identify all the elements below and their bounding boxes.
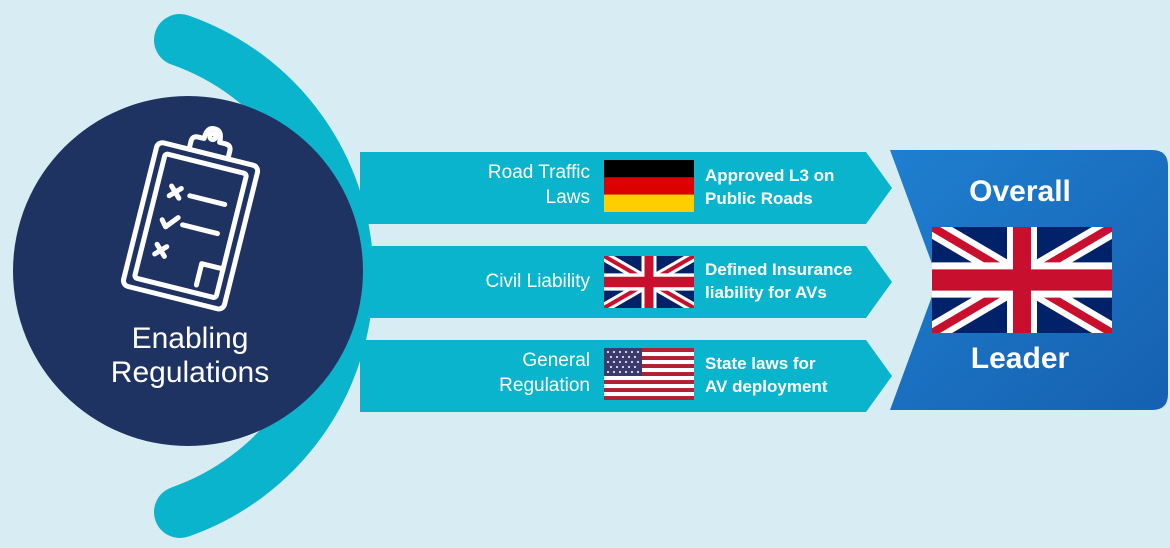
category-line2: Laws	[545, 187, 590, 208]
desc-line2: Public Roads	[705, 189, 813, 208]
category-general-regulation: General Regulation	[499, 348, 590, 398]
desc-line1: Defined Insurance	[705, 260, 853, 279]
desc-line2: liability for AVs	[705, 283, 827, 302]
category-civil-liability: Civil Liability	[485, 269, 590, 294]
circle-title-line2: Regulations	[110, 356, 270, 389]
enabling-regulations-circle	[13, 96, 363, 446]
desc-line1: State laws for	[705, 354, 816, 373]
category-line1: General	[522, 350, 590, 371]
uk-flag-icon	[932, 227, 1112, 333]
desc-line1: Approved L3 on	[705, 166, 835, 185]
desc-road-traffic: Approved L3 on Public Roads	[705, 164, 834, 210]
circle-title: Enabling Regulations	[60, 322, 320, 390]
category-line2: Regulation	[499, 375, 590, 396]
overall-label: Overall	[969, 175, 1071, 208]
usa-flag-icon	[604, 348, 694, 400]
germany-flag-icon	[604, 160, 694, 212]
desc-civil-liability: Defined Insurance liability for AVs	[705, 258, 852, 304]
category-road-traffic: Road Traffic Laws	[488, 160, 590, 210]
desc-line2: AV deployment	[705, 377, 828, 396]
leader-label: Leader	[970, 342, 1070, 375]
uk-flag-icon	[604, 256, 694, 308]
category-line1: Civil Liability	[485, 271, 590, 292]
circle-title-line1: Enabling	[131, 322, 249, 355]
clipboard-checklist-icon	[120, 126, 261, 312]
category-line1: Road Traffic	[487, 162, 590, 183]
desc-general-regulation: State laws for AV deployment	[705, 352, 827, 398]
